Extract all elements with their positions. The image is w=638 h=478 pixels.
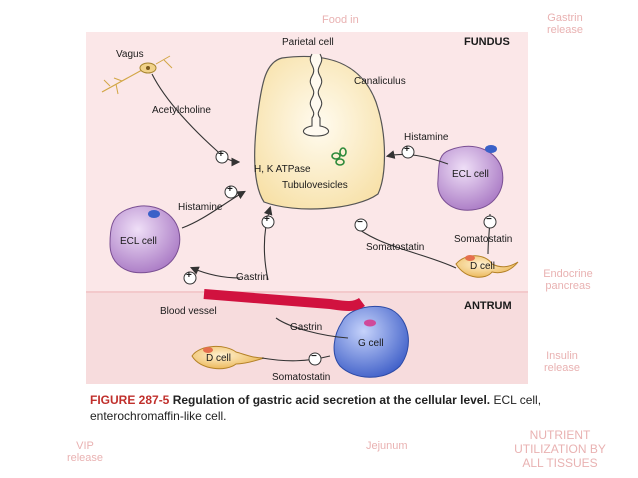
regulation-signs <box>183 145 497 366</box>
canaliculus-label: Canaliculus <box>354 76 406 87</box>
d-cell-right <box>455 255 519 278</box>
canaliculus-structure <box>302 53 330 137</box>
figure-number: FIGURE 287-5 <box>90 393 170 407</box>
figure-text: ECL cell, enterochromaffin-like cell. <box>90 393 542 423</box>
d-cell-right-label: D cell <box>470 261 496 272</box>
ghost-jejunum: Jejunum <box>366 440 408 452</box>
d-left-nucleus <box>203 347 213 353</box>
ecl-cell-left <box>109 205 181 274</box>
fundus-label: FUNDUS <box>464 36 510 48</box>
figure-caption: FIGURE 287-5 Regulation of gastric acid … <box>90 392 550 424</box>
d-right-nucleus <box>465 255 475 261</box>
plus-sign-acetylcholine: + <box>218 149 224 160</box>
ghost-food-in: Food in <box>322 14 359 26</box>
g-cell-nucleus <box>364 319 376 327</box>
parietal-cell-label: Parietal cell <box>282 37 334 48</box>
gastrin-mid-label: Gastrin <box>236 272 269 283</box>
g-cell-label: G cell <box>358 338 384 349</box>
ecl-left-nucleus <box>148 210 160 218</box>
gastrin-bottom-label: Gastrin <box>290 322 323 333</box>
ghost-nutrient: NUTRIENT UTILIZATION BY ALL TISSUES <box>514 428 606 470</box>
ecl-cell-right <box>437 145 504 211</box>
antrum-region <box>86 292 528 384</box>
diagram-panel: + + + + + − − − FUNDUS ANTRUM Parietal c… <box>86 32 528 384</box>
plus-sign-histamine-left: + <box>227 184 233 195</box>
minus-sign-somatostatin-gcell: − <box>311 351 317 362</box>
plus-sign-gastrin-parietal: + <box>264 214 270 225</box>
diagram-graphic <box>86 32 528 384</box>
histamine-left-label: Histamine <box>178 202 223 213</box>
acetylcholine-label: Acetylcholine <box>152 105 211 116</box>
hk-atpase-label: H, K ATPase <box>254 164 311 175</box>
plus-sign-histamine-right: + <box>404 144 410 155</box>
d-cell-left-label: D cell <box>206 353 232 364</box>
blood-vessel <box>203 289 365 311</box>
antrum-label: ANTRUM <box>464 300 512 312</box>
ghost-vip-release: VIP release <box>66 440 104 464</box>
ecl-cell-left-label: ECL cell <box>120 236 157 247</box>
ghost-endocrine-pancreas: Endocrine pancreas <box>543 268 593 292</box>
ecl-cell-right-label: ECL cell <box>452 169 489 180</box>
ghost-gastrin-release: Gastrin release <box>546 12 584 36</box>
somatostatin-mid-label: Somatostatin <box>366 242 425 253</box>
ecl-right-nucleus <box>485 145 497 153</box>
minus-sign-somatostatin-ecl: − <box>486 214 492 225</box>
vagus-label: Vagus <box>116 49 144 60</box>
figure-title: Regulation of gastric acid secretion at … <box>172 393 491 407</box>
g-cell <box>333 306 409 378</box>
blood-vessel-label: Blood vessel <box>160 306 217 317</box>
tubulovesicles-graphic <box>331 147 347 166</box>
histamine-right-label: Histamine <box>404 132 449 143</box>
vagus-nerve <box>101 55 173 95</box>
somatostatin-right-label: Somatostatin <box>454 234 513 245</box>
plus-sign-gastrin-ecl: + <box>186 270 192 281</box>
ghost-insulin-release: Insulin release <box>543 350 581 374</box>
tubulovesicles-label: Tubulovesicles <box>282 180 348 191</box>
somatostatin-bottom-label: Somatostatin <box>272 372 331 383</box>
minus-sign-somatostatin-parietal: − <box>357 217 363 228</box>
